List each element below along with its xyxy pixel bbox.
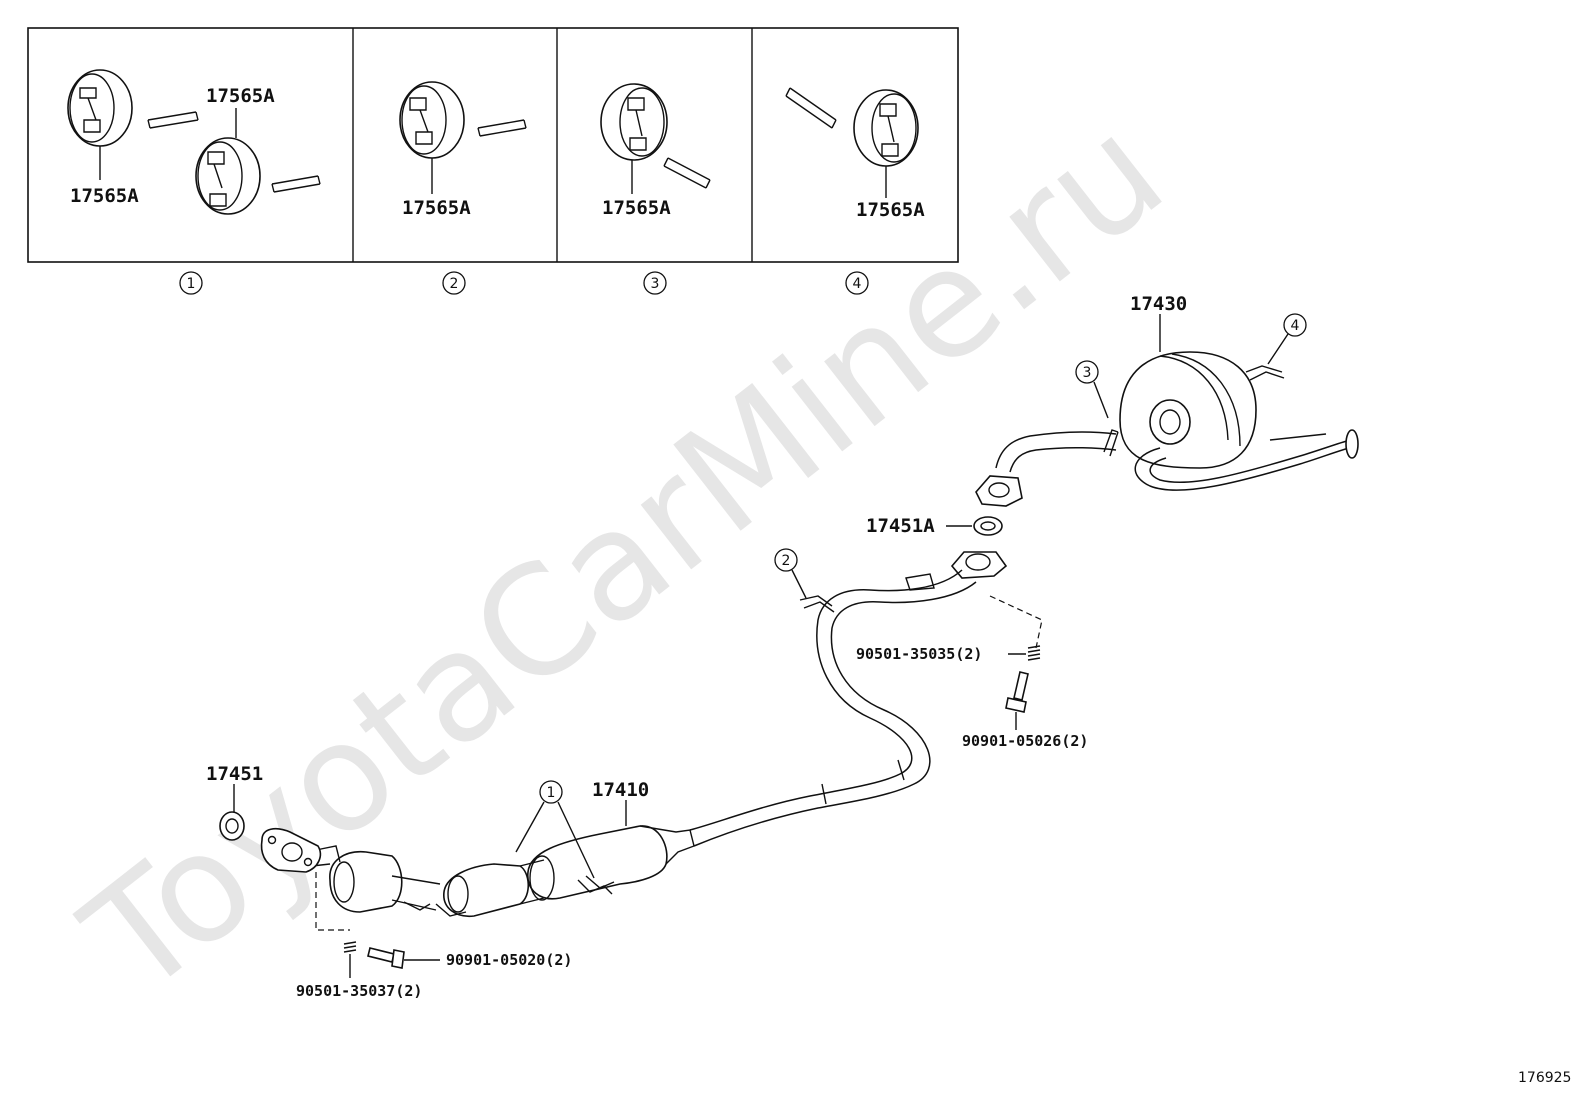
hanger-rod-icon [785,87,837,129]
hanger-rod-icon [147,111,199,129]
inset-marker-4: 4 [845,271,869,295]
svg-text:1: 1 [187,276,196,292]
rubber-hanger-icon [67,69,133,147]
front-gasket-label: 17451 [206,763,263,785]
hanger-rod-icon [271,175,321,193]
callout-3: 3 [1075,360,1109,419]
svg-text:3: 3 [1083,365,1092,381]
rubber-hanger-icon [399,81,465,159]
front-exhaust-pipe [260,825,695,917]
hanger-rod-icon [663,157,711,189]
rubber-hanger-icon [600,83,668,161]
bolt-front-label: 90901-05020(2) [446,951,572,969]
callout-2: 2 [774,548,807,599]
watermark: ToyotaCarMine.ru [54,84,1195,1028]
inset-4-label: 17565A [856,199,925,221]
rubber-hanger-icon [195,137,261,215]
spring-front-icon [343,941,357,953]
tail-pipe-muffler [975,351,1359,507]
spring-center-icon [1027,645,1041,661]
hanger-rod-icon [477,119,527,137]
inset-3: 17565A [600,83,711,219]
bolt-front-icon [367,947,405,969]
rubber-hanger-icon [853,89,919,167]
hanger-inset-box [27,27,959,263]
spring-front-label: 90501-35037(2) [296,982,422,1000]
inset-1-label-b: 17565A [206,85,275,107]
diagram-id: 176925 [1518,1070,1571,1086]
inset-1: 17565A 17565A [67,69,321,215]
exhaust-pipe [689,569,977,847]
inset-4: 17565A [785,87,925,221]
front-gasket [219,811,245,841]
svg-text:3: 3 [651,276,660,292]
callout-1: 1 [515,780,595,879]
spring-center-label: 90501-35035(2) [856,645,982,663]
svg-text:1: 1 [547,785,556,801]
callout-4: 4 [1267,313,1307,365]
svg-text:4: 4 [1291,318,1300,334]
inset-2: 17565A [399,81,527,219]
svg-text:4: 4 [853,276,862,292]
center-gasket [973,516,1003,536]
center-flange [950,551,1008,579]
inset-marker-3: 3 [643,271,667,295]
inset-2-label: 17565A [402,197,471,219]
bolt-center-icon [1005,671,1029,713]
tail-pipe-label: 17430 [1130,293,1187,315]
svg-text:2: 2 [450,276,459,292]
center-gasket-label: 17451A [866,515,935,537]
front-pipe-label: 17410 [592,779,649,801]
inset-3-label: 17565A [602,197,671,219]
svg-text:2: 2 [782,553,791,569]
bolt-center-label: 90901-05026(2) [962,732,1088,750]
inset-marker-1: 1 [179,271,203,295]
inset-1-label-a: 17565A [70,185,139,207]
inset-marker-2: 2 [442,271,466,295]
